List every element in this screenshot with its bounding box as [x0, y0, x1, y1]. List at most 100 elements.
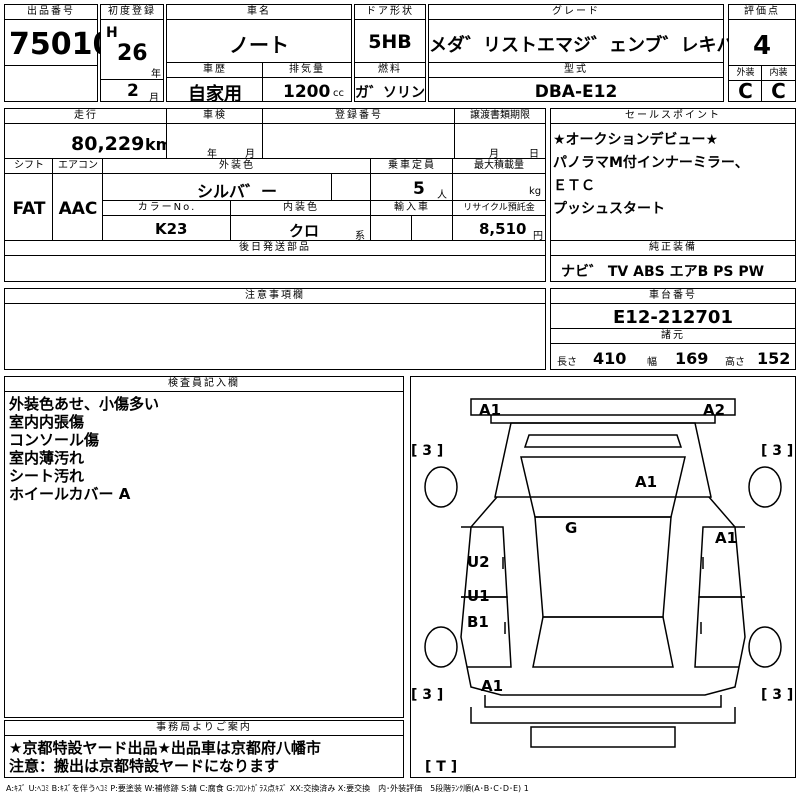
- import-box: 輸入車: [370, 200, 454, 242]
- recycle-box: リサイクル預託金 8,510 円: [452, 200, 546, 242]
- sales-point-box: セールスポイント ★オークションデビュー★ パノラマM付インナーミラー、 ＥＴＣ…: [550, 108, 796, 242]
- office-note: 注意：搬出は京都特設ヤードになります: [9, 757, 280, 775]
- lot-number-box: 出品番号 75010: [4, 4, 113, 102]
- mileage-label: 走行: [5, 109, 167, 124]
- int-color-box: 内装色 クロ 系: [230, 200, 372, 242]
- first-registration-label: 初度登録: [101, 5, 163, 20]
- inspection-month-unit: 月: [245, 149, 255, 160]
- mileage: 80,229: [71, 133, 145, 155]
- transfer-doc-label: 譲渡書類期限: [455, 109, 545, 124]
- color-no-box: カラーNo. K23: [102, 200, 232, 242]
- tire-spare: [ T ]: [425, 759, 457, 775]
- notes-box: 注意事項欄: [4, 288, 546, 370]
- hood-outline: [494, 422, 712, 498]
- int-color-label: 内装色: [231, 201, 371, 216]
- lot-number-label: 出品番号: [5, 5, 97, 20]
- notes-label: 注意事項欄: [5, 289, 545, 304]
- transfer-month-unit: 月: [489, 149, 499, 160]
- capacity-label: 乗車定員: [371, 159, 453, 174]
- mark-b1-left-door: B1: [467, 613, 489, 631]
- wheel-rear-left: [424, 626, 458, 668]
- max-load-box: 最大積載量 kg: [452, 158, 546, 202]
- length: 410: [593, 349, 627, 368]
- mark-a1-rear: A1: [481, 677, 503, 695]
- office-note: ★京都特設ヤード出品★出品車は京都府八幡市: [9, 739, 321, 757]
- roof-outline: [534, 516, 672, 618]
- sales-point-item: ＥＴＣ: [553, 178, 595, 194]
- tire-rear-right: [ 3 ]: [761, 687, 793, 703]
- history-label: 車歴: [167, 63, 263, 78]
- front-bumper-lower: [490, 415, 716, 424]
- car-name-box: 車名 ノート: [166, 4, 352, 64]
- grade-label: グレード: [429, 5, 723, 20]
- month-unit: 月: [149, 93, 159, 104]
- inspection-label: 車検: [167, 109, 263, 124]
- capacity-box: 乗車定員 5 人: [370, 158, 454, 202]
- color-no: K23: [155, 220, 188, 238]
- mark-a1-front-left: A1: [479, 401, 501, 419]
- grade-box: グレード メダ゛リストエマジ゛ェンブ゛レキパ゛ケ: [428, 4, 770, 64]
- capacity: 5: [413, 179, 425, 199]
- wheel-rear-right: [748, 626, 782, 668]
- aircon-box: エアコン AAC: [52, 158, 104, 242]
- int-color-unit: 系: [355, 231, 365, 242]
- fuel: ガ゛ソリン: [355, 85, 425, 101]
- office-label: 事務局よりご案内: [5, 721, 403, 736]
- genuine-equip-label: 純正装備: [551, 241, 795, 256]
- office-notes: ★京都特設ヤード出品★出品車は京都府八幡市 注意：搬出は京都特設ヤードになります: [9, 739, 321, 775]
- interior-label: 内装: [762, 66, 795, 81]
- shift: FAT: [12, 199, 46, 219]
- aircon: AAC: [58, 199, 98, 219]
- exterior-label: 外装: [729, 66, 762, 81]
- rear-glass-outline: [532, 616, 674, 668]
- front-bumper-outline: [470, 398, 736, 416]
- width: 169: [675, 349, 709, 368]
- mark-a2-front-right: A2: [703, 401, 725, 419]
- transfer-day-unit: 日: [529, 149, 539, 160]
- width-label: 幅: [647, 357, 657, 368]
- displacement-box: 排気量 1200 cc: [262, 62, 352, 102]
- history-box: 車歴 自家用: [166, 62, 264, 105]
- score-label: 評価点: [729, 5, 795, 20]
- tire-front-left: [ 3 ]: [411, 443, 443, 459]
- registration-year: 26: [117, 41, 148, 66]
- aircon-label: エアコン: [53, 159, 103, 174]
- chassis-label: 車台番号: [551, 289, 795, 304]
- left-rear-door: [461, 596, 512, 668]
- sales-point-item: パノラマM付インナーミラー、: [553, 155, 749, 171]
- sales-point-label: セールスポイント: [551, 109, 795, 124]
- body-outline: [460, 496, 746, 696]
- first-registration-box: 初度登録 H 26 年 2 月: [100, 4, 164, 104]
- door-type: 5HB: [368, 31, 412, 53]
- displacement-unit: cc: [333, 88, 344, 99]
- height: 152: [757, 349, 791, 368]
- inspector-note: 室内内張傷: [9, 413, 85, 431]
- inspection-box: 車検 年 月: [166, 108, 264, 160]
- inspector-note: コンソール傷: [9, 431, 100, 449]
- sales-point-item: ★オークションデビュー★: [553, 132, 719, 148]
- mileage-box: 走行 80,229 km: [4, 108, 172, 160]
- chassis-box: 車台番号 E12-212701: [550, 288, 796, 330]
- mark-a1-right-door: A1: [715, 529, 737, 547]
- mark-u1-left-door: U1: [467, 587, 490, 605]
- color-no-label: カラーNo.: [103, 201, 231, 216]
- car-name-label: 車名: [167, 5, 351, 20]
- overall-score: 4: [752, 31, 772, 61]
- legend: A:ｷｽﾞ U:ﾍｺﾐ B:ｷｽﾞを伴うﾍｺﾐ P:要塗装 W:補修跡 S:錆 …: [6, 784, 529, 793]
- fuel-box: 燃料 ガ゛ソリン: [354, 62, 426, 102]
- model-box: 型式 DBA-E12: [428, 62, 724, 102]
- model-code: DBA-E12: [534, 82, 618, 102]
- max-load-label: 最大積載量: [453, 159, 545, 174]
- door-label: ドア形状: [355, 5, 425, 20]
- door-box: ドア形状 5HB: [354, 4, 426, 64]
- rear-bumper-outline: [470, 707, 736, 724]
- mileage-unit: km: [145, 135, 173, 154]
- office-box: 事務局よりご案内 ★京都特設ヤード出品★出品車は京都府八幡市 注意：搬出は京都特…: [4, 720, 404, 778]
- inspection-year-unit: 年: [207, 149, 217, 160]
- ext-color: シルバ゛ー: [196, 182, 277, 201]
- damage-diagram: A1 A2 A1 G A1 U2 U1 B1 A1 [ 3 ] [ 3 ] [ …: [410, 376, 796, 778]
- int-color: クロ: [289, 222, 320, 240]
- inspector-label: 検査員記入欄: [5, 377, 403, 392]
- inspector-note: 外装色あせ、小傷多い: [9, 395, 160, 413]
- inspector-note: シート汚れ: [9, 467, 85, 485]
